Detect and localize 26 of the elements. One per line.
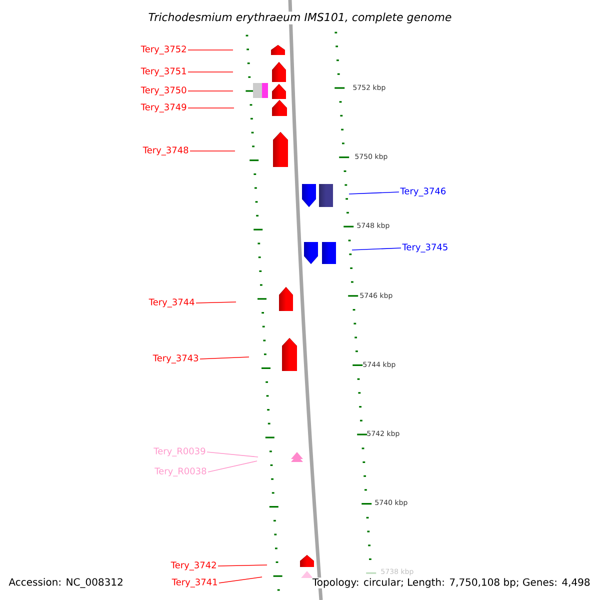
gene-label: Tery_3746 [400,188,446,196]
accession-text: Accession: NC_008312 [8,578,122,588]
gene-label: Tery_3741 [172,578,217,588]
gene-label: Tery_3748 [142,146,188,156]
leader-line [352,248,402,250]
leader-line [190,150,236,152]
gene-label: Tery_R0039 [154,448,206,456]
gene-label: Tery_3749 [140,104,186,112]
gene-label: Tery_3751 [140,68,186,76]
gene-label: Tery_3744 [148,298,194,308]
leader-line [218,564,268,566]
gene-label: Tery_3742 [170,562,216,570]
leader-line [218,576,262,584]
leader-line [206,452,258,458]
leader-line [348,192,400,194]
gene-label: Tery_3743 [152,354,198,364]
leader-line [208,460,258,472]
title: Trichodesmium erythraeum IMS101, complete genome [147,12,453,24]
leader-line [188,90,234,92]
gene-label: Tery_3752 [140,46,186,54]
gene-label: Tery_R0038 [154,468,206,476]
gene-label: Tery_3745 [402,244,448,252]
genome-info-text: Topology: circular; Length: 7,750,108 bp; Genes: 4,498 [312,578,591,588]
leader-line [196,302,236,304]
gene-label: Tery_3750 [140,86,186,96]
leader-line [200,356,250,360]
